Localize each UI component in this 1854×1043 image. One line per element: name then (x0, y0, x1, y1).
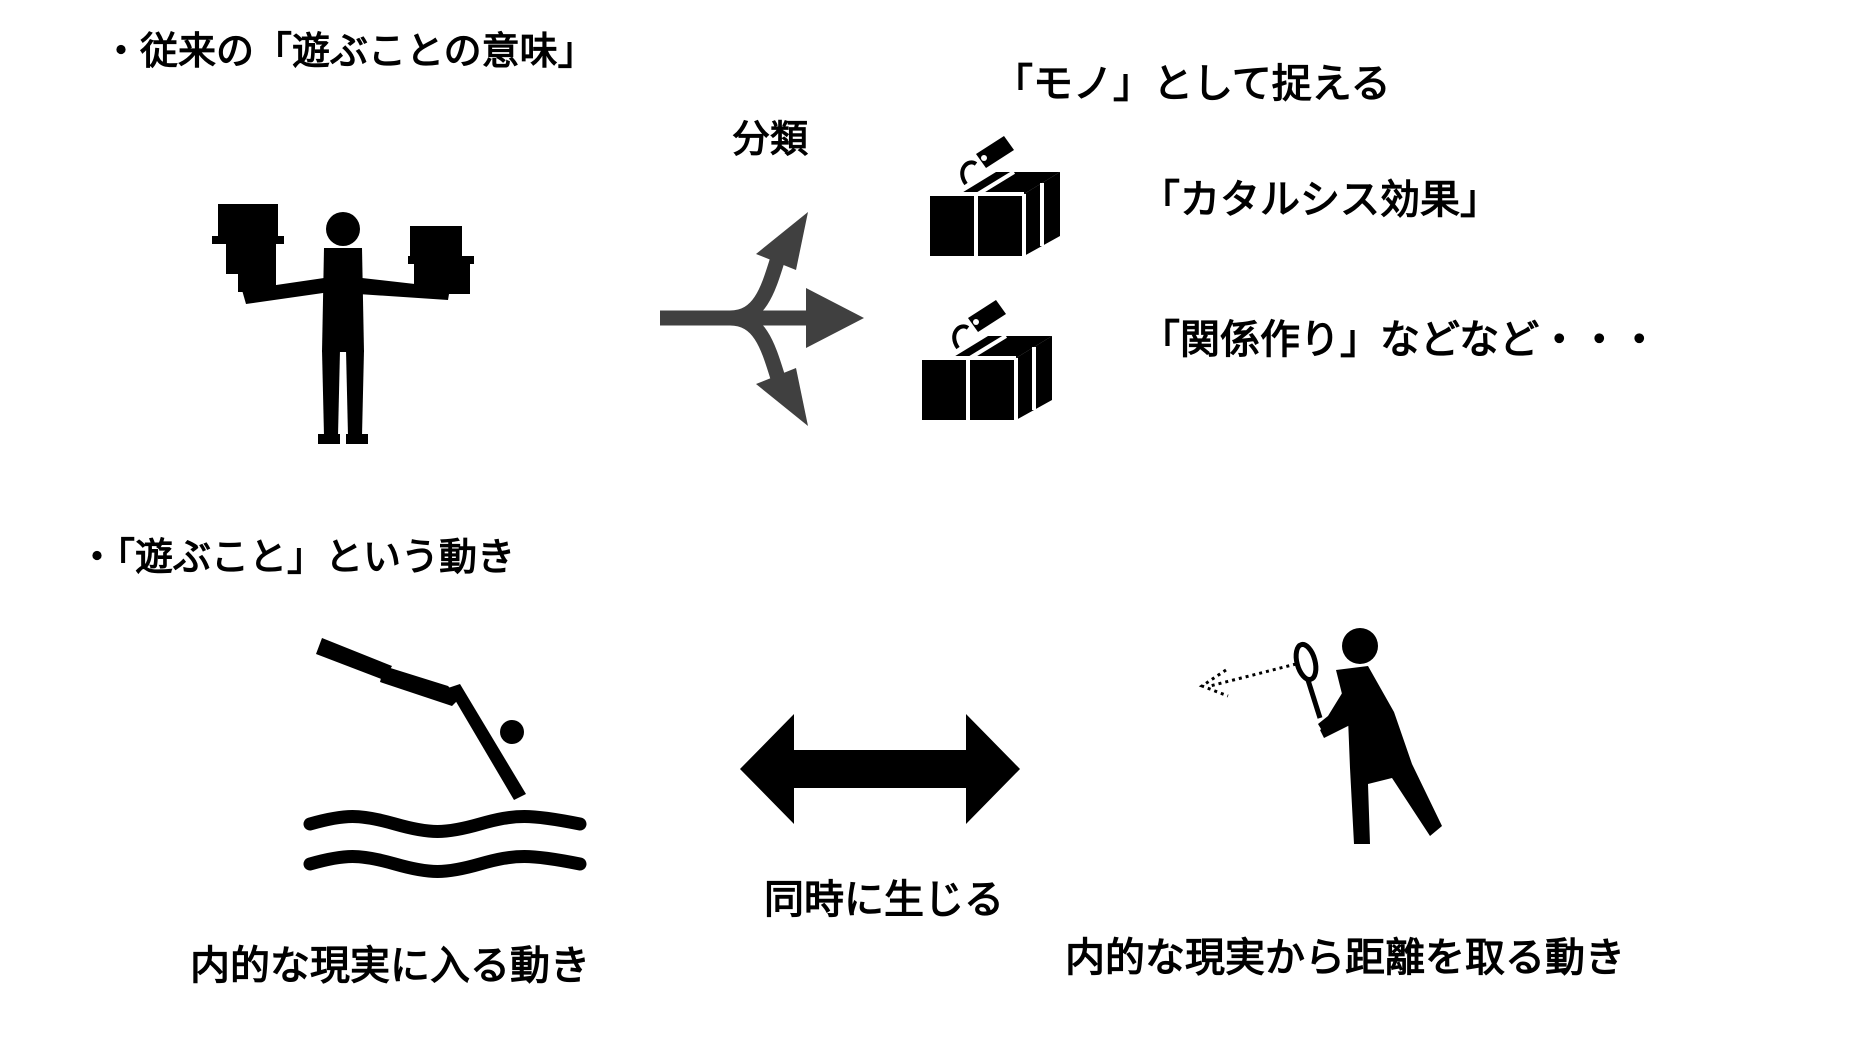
classify-label: 分類 (732, 117, 809, 161)
tagged-boxes-icon (922, 300, 1052, 420)
section2-heading: ・「遊ぶこと」という動き (78, 535, 516, 579)
left-caption: 内的な現実に入る動き (190, 943, 590, 989)
item-relationship: 「関係作り」などなど・・・ (1140, 317, 1660, 363)
split-arrows-icon (660, 212, 864, 426)
double-arrow-icon (740, 714, 1020, 824)
simultaneous-label: 同時に生じる (764, 877, 1004, 923)
section1-heading: ・従来の「遊ぶことの意味」 (102, 29, 596, 73)
diving-person-icon (303, 638, 587, 878)
right-caption: 内的な現実から距離を取る動き (1065, 935, 1625, 981)
item-catharsis: 「カタルシス効果」 (1140, 177, 1500, 223)
person-holding-boxes-icon (212, 204, 474, 444)
tagged-boxes-icon (930, 136, 1060, 256)
as-object-label: 「モノ」として捉える (993, 61, 1391, 107)
person-with-magnifier-icon (1198, 628, 1442, 844)
